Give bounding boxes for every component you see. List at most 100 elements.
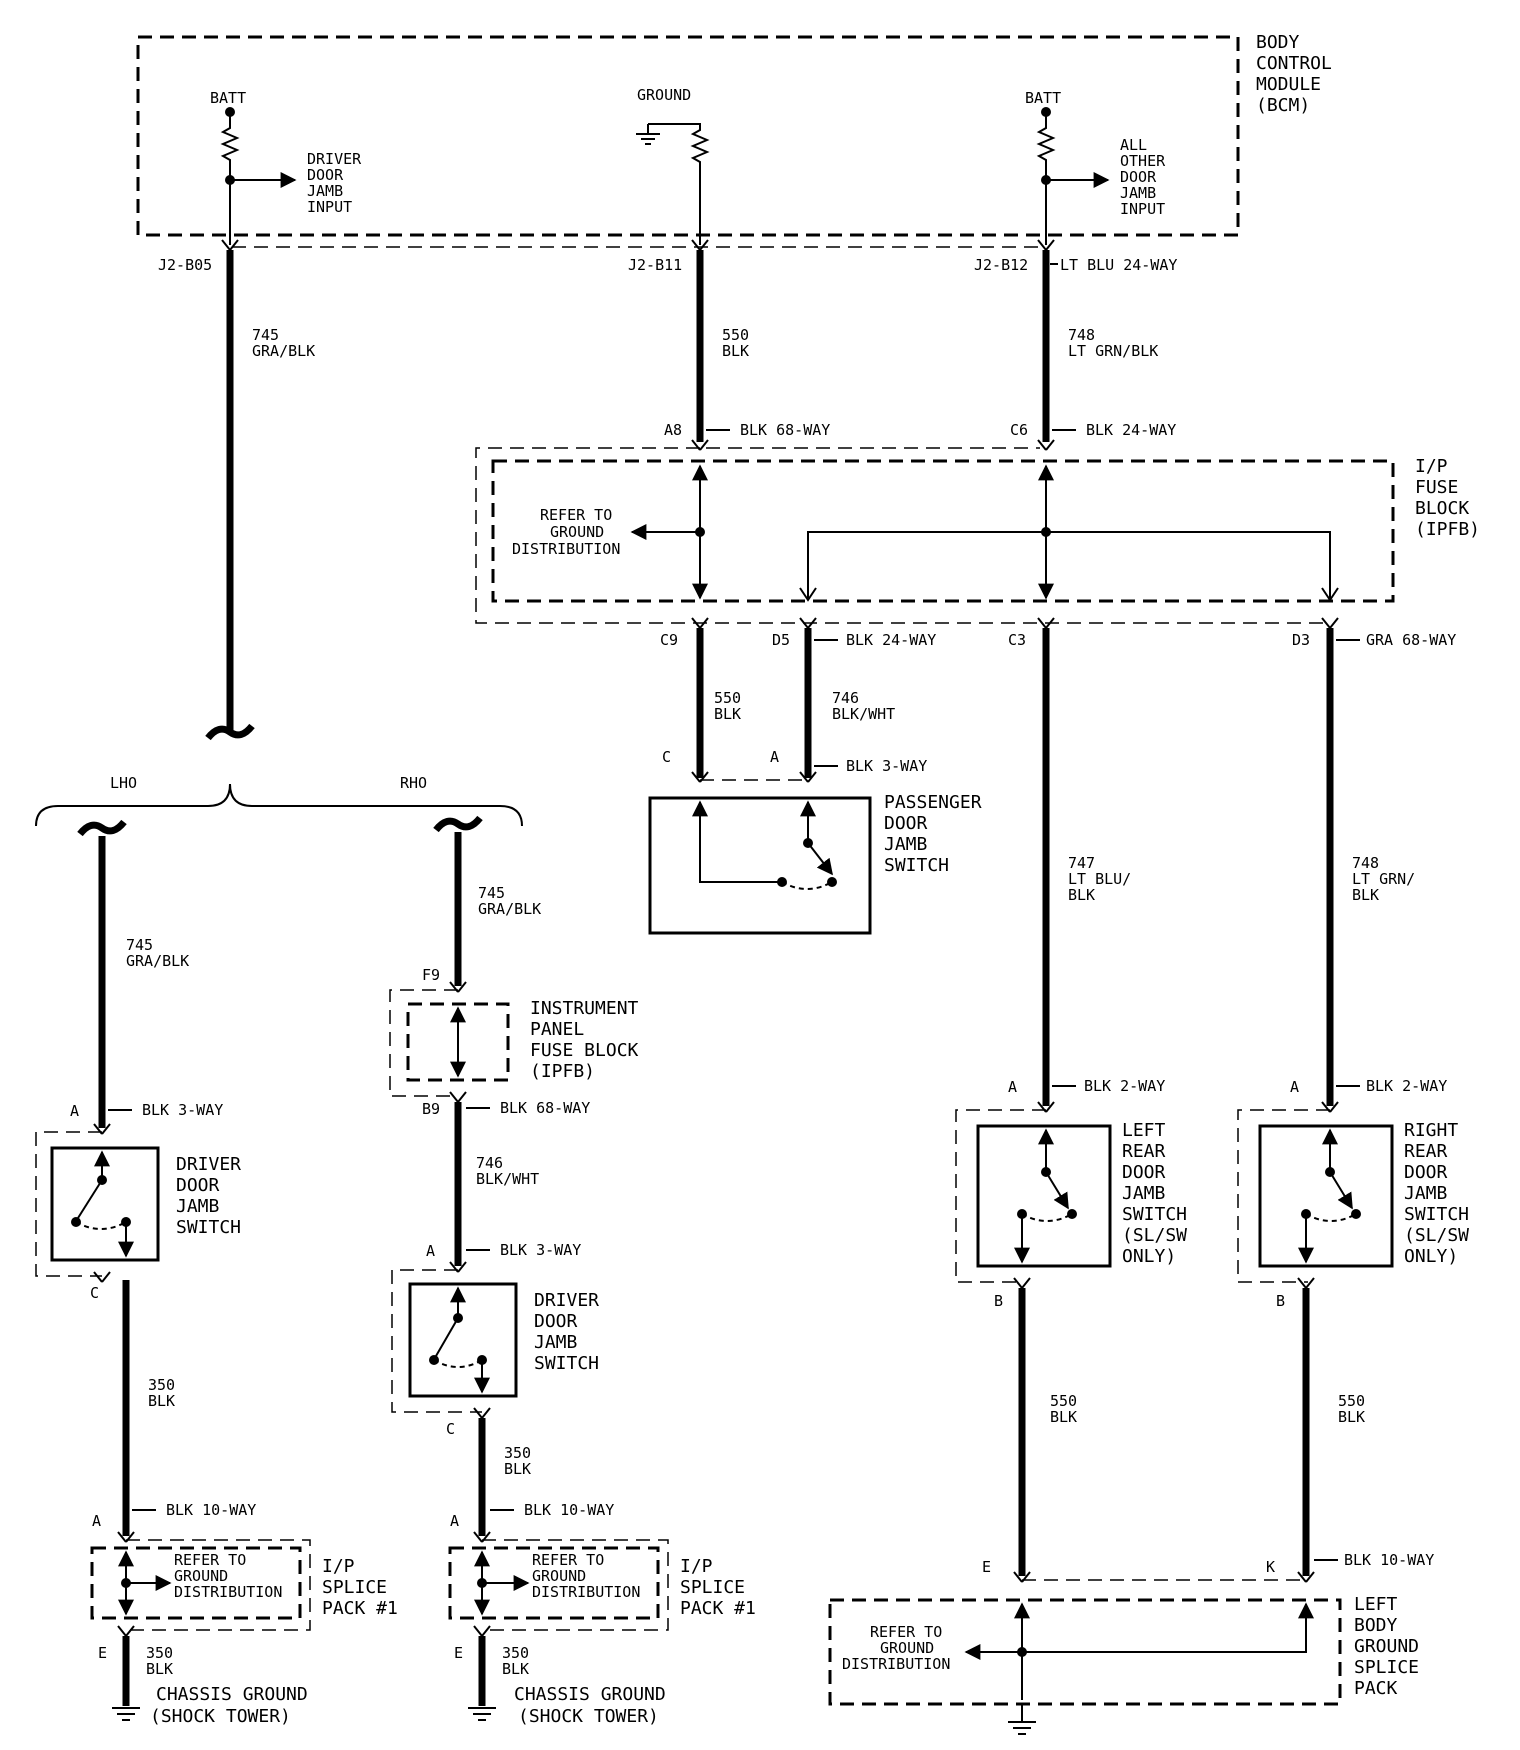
wire-745-rho-num: 745 <box>478 884 505 902</box>
rho-splice-1: I/P <box>680 1556 713 1577</box>
lr-label-1: LEFT <box>1122 1120 1166 1141</box>
lho-ground-2: (SHOCK TOWER) <box>150 1706 291 1727</box>
lho-switch-2: DOOR <box>176 1175 220 1196</box>
pin-j2-b05: J2-B05 <box>158 256 212 274</box>
wire-746-mid-color: BLK/WHT <box>832 705 895 723</box>
wire-748r-num: 748 <box>1352 854 1379 872</box>
ipfb-label-3: BLOCK <box>1415 498 1469 519</box>
bs-label-3: GROUND <box>1354 1636 1419 1657</box>
ipfb-block: A8 BLK 68-WAY C6 BLK 24-WAY I/P FUSE BLO… <box>475 421 1480 624</box>
bcm-label-2: CONTROL <box>1256 53 1332 74</box>
rr-label-7: ONLY) <box>1404 1246 1458 1267</box>
resistor-ground <box>648 123 710 245</box>
lr-switch-box <box>976 1124 1112 1268</box>
rr-label-2: REAR <box>1404 1141 1448 1162</box>
bs-refer-3: DISTRIBUTION <box>842 1655 950 1673</box>
wire-550-color: BLK <box>722 342 749 360</box>
bs-pin-k: K <box>1266 1558 1275 1576</box>
lho-refer-3: DISTRIBUTION <box>174 1583 282 1601</box>
wire-350-rho-color: BLK <box>504 1460 531 1478</box>
driver-input-2: DOOR <box>307 166 344 184</box>
rho-switch-box <box>408 1282 518 1398</box>
bcm-label-3: MODULE <box>1256 74 1321 95</box>
rr-label-5: SWITCH <box>1404 1204 1469 1225</box>
wire-550-num: 550 <box>722 326 749 344</box>
driver-input-1: DRIVER <box>307 150 362 168</box>
lho-conn-a2: BLK 10-WAY <box>166 1501 256 1519</box>
lr-pin-b: B <box>994 1292 1003 1310</box>
lr-label-7: ONLY) <box>1122 1246 1176 1267</box>
lho-pin-c: C <box>90 1284 99 1302</box>
rr-conn-a: BLK 2-WAY <box>1366 1077 1447 1095</box>
rho-pin-c: C <box>446 1420 455 1438</box>
rho-ipfb-2: PANEL <box>530 1019 584 1040</box>
ipfb-label-1: I/P <box>1415 456 1448 477</box>
ipfb-inner-outline <box>491 459 1395 603</box>
wire-745-num: 745 <box>252 326 279 344</box>
rho-pin-b9: B9 <box>422 1100 440 1118</box>
pin-c6: C6 <box>1010 421 1028 439</box>
lho-pin-e: E <box>98 1644 107 1662</box>
rho-ground-1: CHASSIS GROUND <box>514 1684 666 1705</box>
ipfb-refer-2: GROUND <box>550 523 604 541</box>
rho-conn-b9: BLK 68-WAY <box>500 1099 590 1117</box>
branch-rho: RHO <box>400 774 427 792</box>
wire-747-color2: BLK <box>1068 886 1095 904</box>
rr-label-4: JAMB <box>1404 1183 1447 1204</box>
rho-switch-3: JAMB <box>534 1332 577 1353</box>
bcm-module: BODY CONTROL MODULE (BCM) BATT DRIVER DO… <box>136 32 1332 245</box>
ipfb-refer-3: DISTRIBUTION <box>512 540 620 558</box>
wire-550-lr-color: BLK <box>1050 1408 1077 1426</box>
other-input-2: OTHER <box>1120 152 1166 170</box>
pass-label-3: JAMB <box>884 834 927 855</box>
wire-748-num: 748 <box>1068 326 1095 344</box>
lho-rho-branch: LHO RHO <box>35 774 523 827</box>
wire-746-mid-num: 746 <box>832 689 859 707</box>
rr-pin-a: A <box>1290 1078 1299 1096</box>
lho-splice-3: PACK #1 <box>322 1598 398 1619</box>
wire-350-lho-num: 350 <box>148 1376 175 1394</box>
lr-pin-a: A <box>1008 1078 1017 1096</box>
wire-350-rho-num: 350 <box>504 1444 531 1462</box>
conn-lt-blu-24: LT BLU 24-WAY <box>1060 256 1177 274</box>
conn-d5: BLK 24-WAY <box>846 631 936 649</box>
wire-745-lho-num: 745 <box>126 936 153 954</box>
rho-pin-e: E <box>454 1644 463 1662</box>
passenger-door-jamb-switch: C A BLK 3-WAY PASSENGER DOOR JAMB SWITCH <box>648 748 982 935</box>
wire-550-lr-num: 550 <box>1050 1392 1077 1410</box>
rho-conn-a: BLK 3-WAY <box>500 1241 581 1259</box>
lr-label-6: (SL/SW <box>1122 1225 1187 1246</box>
rr-pin-b: B <box>1276 1292 1285 1310</box>
lr-label-4: JAMB <box>1122 1183 1165 1204</box>
lr-label-3: DOOR <box>1122 1162 1166 1183</box>
wire-350-lho-color: BLK <box>148 1392 175 1410</box>
wire-746-rho-color: BLK/WHT <box>476 1170 539 1188</box>
wire-747-num: 747 <box>1068 854 1095 872</box>
lho-pin-a: A <box>70 1102 79 1120</box>
rho-ipfb-box <box>406 1002 510 1082</box>
lho-switch-1: DRIVER <box>176 1154 241 1175</box>
right-rear-door-jamb-switch: A BLK 2-WAY RIGHT REAR DOOR JAMB SWITCH … <box>1237 1077 1469 1576</box>
wire-550-mid-color: BLK <box>714 705 741 723</box>
pin-c3: C3 <box>1008 631 1026 649</box>
rho-pin-f9: F9 <box>422 966 440 984</box>
wire-745-color: GRA/BLK <box>252 342 315 360</box>
pin-j2-b11: J2-B11 <box>628 256 682 274</box>
ipfb-outer-outline <box>475 447 1330 624</box>
bs-label-2: BODY <box>1354 1615 1398 1636</box>
bs-label-1: LEFT <box>1354 1594 1398 1615</box>
lr-label-2: REAR <box>1122 1141 1166 1162</box>
rr-switch-box <box>1258 1124 1394 1268</box>
rr-label-6: (SL/SW <box>1404 1225 1469 1246</box>
pin-a8: A8 <box>664 421 682 439</box>
pass-switch-box <box>648 796 872 935</box>
wire-550-mid-num: 550 <box>714 689 741 707</box>
bcm-batt-left: BATT <box>210 89 246 107</box>
other-input-4: JAMB <box>1120 184 1156 202</box>
wire-350-lho-bot-num: 350 <box>146 1644 173 1662</box>
conn-c6: BLK 24-WAY <box>1086 421 1176 439</box>
rho-conn-a2: BLK 10-WAY <box>524 1501 614 1519</box>
bcm-label-1: BODY <box>1256 32 1300 53</box>
pin-j2-b12: J2-B12 <box>974 256 1028 274</box>
